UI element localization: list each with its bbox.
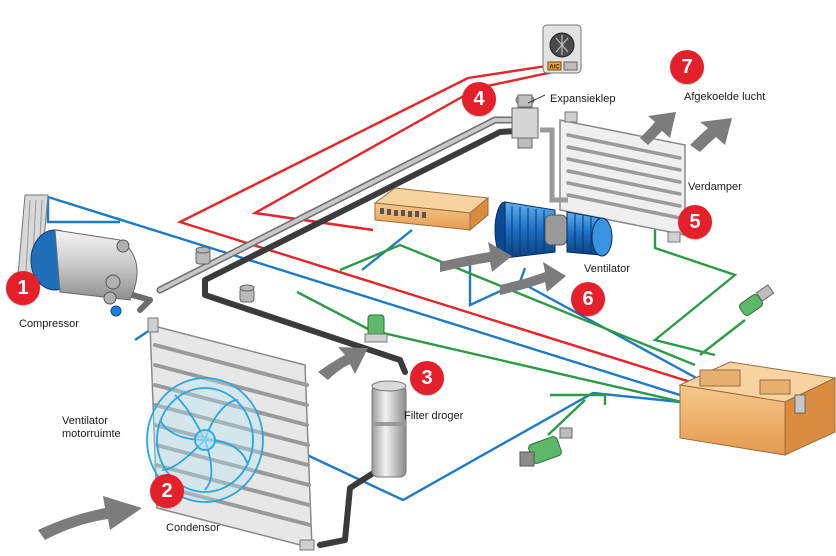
service-caps <box>195 246 255 303</box>
ac-button-label: A/C <box>549 65 560 71</box>
engine-fan-icon <box>146 377 264 503</box>
ecu-module <box>373 187 490 232</box>
label-filter-dryer: Filter droger <box>404 410 464 422</box>
badge-cooled-air: 7 <box>670 50 704 84</box>
label-condenser: Condensor <box>166 522 220 534</box>
label-engine-fan-line2: motorruimte <box>62 428 121 440</box>
label-expansion-valve: Expansieklep <box>550 93 616 105</box>
label-blower: Ventilator <box>584 263 630 275</box>
expansion-valve <box>511 94 539 149</box>
badge-compressor: 1 <box>6 271 40 305</box>
compressor <box>17 194 138 317</box>
badge-blower: 6 <box>571 282 605 316</box>
label-compressor: Compressor <box>19 318 79 330</box>
wires-red <box>176 63 701 387</box>
label-cooled-air: Afgekoelde lucht <box>684 91 766 103</box>
badge-filter-dryer: 3 <box>410 361 444 395</box>
blower-icon <box>494 201 613 259</box>
badge-evaporator: 5 <box>678 205 712 239</box>
badge-condenser: 2 <box>150 474 184 508</box>
wires-green <box>296 188 746 436</box>
evaporator <box>540 111 686 243</box>
label-engine-fan-line1: Ventilator <box>62 415 108 427</box>
main-control-unit <box>678 361 836 456</box>
label-evaporator: Verdamper <box>688 181 742 193</box>
filter-dryer <box>364 314 407 478</box>
ac-control-panel <box>542 24 582 74</box>
sensors <box>519 284 775 467</box>
leader-lines <box>527 94 546 104</box>
airflow-arrows <box>38 112 732 540</box>
badge-expansion-valve: 4 <box>462 82 496 116</box>
